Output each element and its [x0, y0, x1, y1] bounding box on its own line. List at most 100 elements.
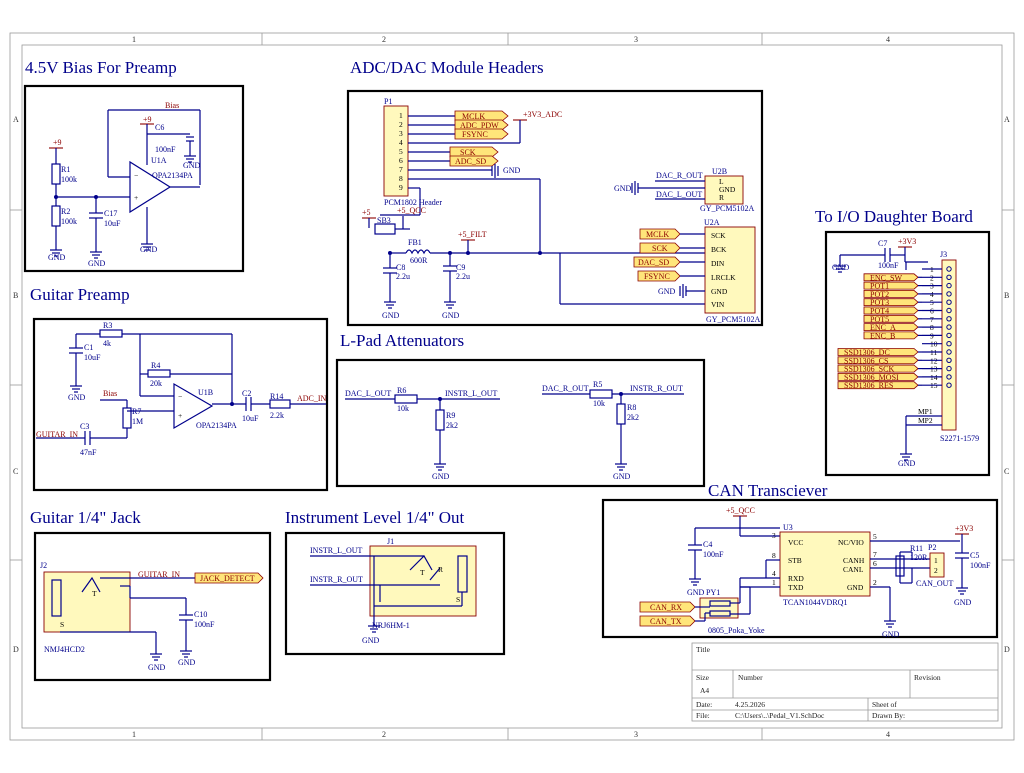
can-tx-port: CAN_TX	[650, 617, 682, 626]
u3-pin-rxd: RXD	[788, 574, 804, 583]
fb1-designator: FB1	[408, 238, 422, 247]
p1-part: PCM1802 Header	[384, 198, 442, 207]
j2-pin-t: T	[92, 589, 97, 598]
j3-net-pot3: POT3	[870, 298, 889, 307]
preamp-block: Guitar Preamp R3 4k C1 10uF GND R4 20k B…	[30, 285, 329, 492]
r4-value: 20k	[150, 379, 162, 388]
r2-designator: R2	[61, 207, 70, 216]
j3-pin-contact	[946, 316, 952, 322]
svg-text:6: 6	[399, 156, 403, 165]
gnd-label: GND	[88, 259, 106, 268]
sck-port-u2a: SCK	[652, 244, 668, 253]
lpad-instr-l-net: INSTR_L_OUT	[445, 389, 498, 398]
jack-guitar-in-net: GUITAR_IN	[138, 570, 180, 579]
j3-port-ssd-res	[837, 381, 919, 390]
j3-port-pot5	[863, 314, 919, 323]
svg-text:1: 1	[399, 111, 403, 120]
guitar-in-net: GUITAR_IN	[36, 430, 78, 439]
j3-port-enc-a	[863, 323, 919, 332]
c17-value: 10uF	[104, 219, 121, 228]
gnd-label: GND	[503, 166, 521, 175]
j3-port-pot3	[863, 298, 919, 307]
svg-text:5: 5	[399, 147, 403, 156]
u1a-part: OPA2134PA	[152, 171, 193, 180]
u3-pin-canl: CANL	[843, 565, 864, 574]
col-label-2b: 2	[382, 730, 386, 739]
j3-part: S2271-1579	[940, 434, 979, 443]
svg-text:8: 8	[772, 551, 776, 560]
u3-pin-canh: CANH	[843, 556, 865, 565]
c6-designator: C6	[155, 123, 164, 132]
j3-net-pot4: POT4	[870, 307, 889, 316]
fb1-ferrite	[405, 249, 431, 255]
c3-value: 47nF	[80, 448, 97, 457]
c7-value: 100nF	[878, 261, 899, 270]
inst-block: Instrument Level 1/4" Out INSTR_L_OUT IN…	[284, 508, 506, 656]
gnd-label: GND	[432, 472, 450, 481]
u1a-opamp	[129, 160, 172, 214]
adc-block-border	[346, 89, 764, 327]
row-label-c: C	[13, 467, 18, 476]
preamp-block-title: Guitar Preamp	[30, 285, 130, 304]
j3-net-ssd-dc: SSD1306_DC	[844, 348, 890, 357]
r1-supply-label: +9	[53, 138, 62, 147]
j3-net-pot2: POT2	[870, 290, 889, 299]
adc-sd-port: ADC_SD	[455, 157, 486, 166]
c1-designator: C1	[84, 343, 93, 352]
svg-text:7: 7	[399, 165, 403, 174]
bias-block: 4.5V Bias For Preamp Bias +9 C6 100nF GN…	[23, 58, 245, 273]
r5-designator: R5	[593, 380, 602, 389]
j3-net-ssd-res: SSD1306_RES	[844, 381, 893, 390]
r7-value: 1M	[132, 417, 143, 426]
r1-designator: R1	[61, 165, 70, 174]
j3-port-ssd-dc	[837, 348, 919, 356]
svg-text:7: 7	[873, 550, 877, 559]
c5-designator: C5	[970, 551, 979, 560]
gnd-label: GND	[68, 393, 86, 402]
j3-designator: J3	[940, 250, 947, 259]
gnd-label: GND	[613, 472, 631, 481]
dac-l-out-net: DAC_L_OUT	[656, 190, 702, 199]
col-label-4: 4	[886, 35, 890, 44]
row-label-b: B	[13, 291, 18, 300]
row-label-a-r: A	[1004, 115, 1010, 124]
r2-value: 100k	[61, 217, 77, 226]
c4-designator: C4	[703, 540, 712, 549]
j1-pin-s: S	[456, 595, 460, 604]
u3-pin-txd: TXD	[788, 583, 804, 592]
j1-part: NRJ6HM-1	[372, 621, 410, 630]
c6-value: 100nF	[155, 145, 176, 154]
bias-net-label: Bias	[165, 101, 179, 110]
r3-value: 4k	[103, 339, 111, 348]
j3-port-pot2	[863, 289, 919, 298]
j3-port-ssd-sck	[837, 364, 919, 373]
u2b-designator: U2B	[712, 167, 727, 176]
io-block-border	[824, 230, 991, 477]
svg-text:3: 3	[399, 129, 403, 138]
u3-pin-ncvio: NC/VIO	[838, 538, 864, 547]
bias-net-preamp: Bias	[103, 389, 117, 398]
inst-block-border	[284, 531, 506, 656]
u2a-pin-lrclk: LRCLK	[711, 273, 736, 282]
can-rx-port: CAN_RX	[650, 603, 682, 612]
j3-pin-contact	[946, 349, 952, 355]
svg-text:2: 2	[873, 578, 877, 587]
u1b-part: OPA2134PA	[196, 421, 237, 430]
sb3-designator: SB3	[377, 216, 391, 225]
r6-designator: R6	[397, 386, 406, 395]
io-block-title: To I/O Daughter Board	[815, 207, 973, 226]
u3-pin-stb: STB	[788, 556, 802, 565]
u2a-module	[704, 226, 756, 314]
c3-designator: C3	[80, 422, 89, 431]
r8-value: 2k2	[627, 413, 639, 422]
c8-designator: C8	[396, 263, 405, 272]
tb-date: 4.25.2026	[735, 700, 765, 709]
mclk-port-u2a: MCLK	[646, 230, 669, 239]
svg-text:4: 4	[772, 569, 776, 578]
lpad-dac-r-net: DAC_R_OUT	[542, 384, 589, 393]
u3-part: TCAN1044VDRQ1	[783, 598, 847, 607]
j2-designator: J2	[40, 561, 47, 570]
j3-mp2: MP2	[918, 416, 933, 425]
fsync-port-u2a: FSYNC	[644, 272, 670, 281]
sheet-frame: 1 2 3 4 1 2 3 4 A B C D A B C D	[9, 32, 1015, 741]
